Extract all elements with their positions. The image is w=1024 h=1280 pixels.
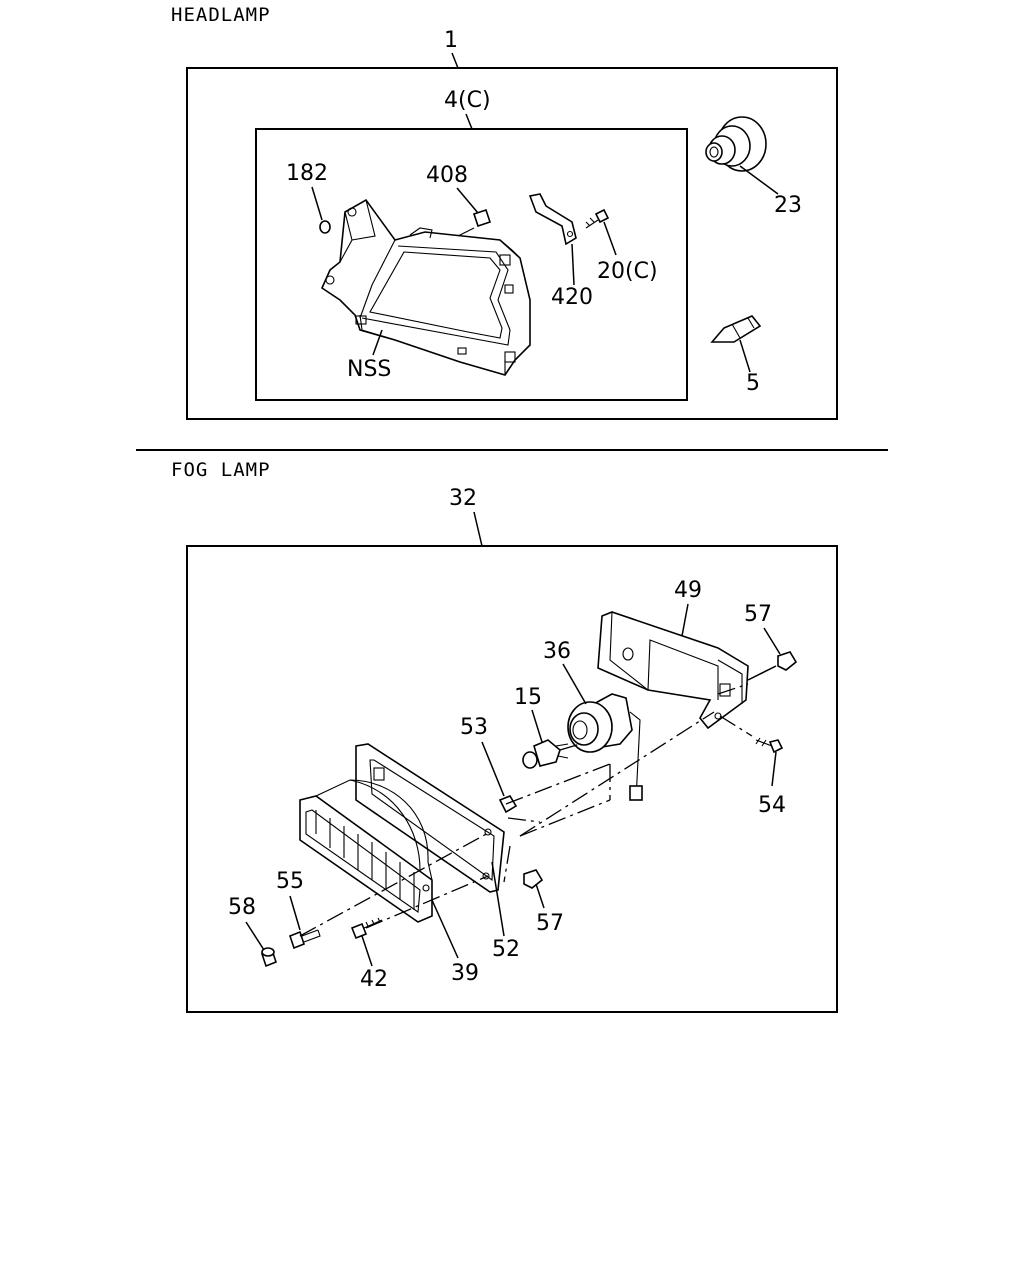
- callout-1: 1: [444, 28, 458, 53]
- bracket-part-420: [528, 193, 577, 246]
- callout-15: 15: [514, 685, 542, 710]
- leader-nss: [372, 329, 383, 356]
- callout-58: 58: [228, 895, 256, 920]
- leader-57-top: [763, 627, 781, 655]
- callout-182: 182: [286, 161, 328, 186]
- leader-39: [431, 899, 459, 959]
- callout-420: 420: [551, 285, 593, 310]
- nut-part-53: [498, 795, 518, 814]
- leader-408: [456, 187, 479, 214]
- screw-part-42: [350, 917, 383, 940]
- callout-42: 42: [360, 967, 388, 992]
- housing-part-36: [567, 693, 643, 801]
- headlamp-housing: [320, 198, 531, 376]
- callout-20c: 20(C): [597, 259, 658, 284]
- bulb-part-15: [522, 739, 569, 769]
- callout-49: 49: [674, 578, 702, 603]
- leader-182: [311, 186, 323, 221]
- callout-52: 52: [492, 937, 520, 962]
- clip-part-57-bottom: [523, 869, 544, 889]
- leader-32: [473, 511, 483, 547]
- callout-54: 54: [758, 793, 786, 818]
- clip-part-57-top: [777, 651, 798, 671]
- callout-32: 32: [449, 486, 477, 511]
- headlamp-section-title: HEADLAMP: [171, 4, 271, 26]
- fog-lamp-section-title: FOG LAMP: [171, 459, 271, 481]
- leader-23: [739, 165, 779, 195]
- callout-nss: NSS: [347, 357, 391, 382]
- callout-39: 39: [451, 961, 479, 986]
- leader-4c: [465, 113, 473, 130]
- callout-57-top: 57: [744, 602, 772, 627]
- leader-58: [245, 921, 265, 951]
- callout-57-bottom: 57: [536, 911, 564, 936]
- screw-part-54: [755, 737, 784, 754]
- callout-55: 55: [276, 869, 304, 894]
- leader-15: [531, 709, 543, 743]
- grommet-part-182: [319, 220, 331, 234]
- lamp-unit-part-39: [299, 779, 433, 923]
- leader-1: [451, 52, 459, 69]
- assembly-lines: [299, 683, 753, 937]
- leader-55: [289, 895, 301, 931]
- callout-53: 53: [460, 715, 488, 740]
- leader-53: [481, 741, 505, 797]
- leader-49: [681, 603, 689, 637]
- callout-36: 36: [543, 639, 571, 664]
- bulb-part-5: [710, 315, 762, 343]
- leader-57-top-link: [747, 665, 777, 681]
- leader-420: [571, 243, 575, 286]
- fog-lamp-assembly-frame: [186, 545, 838, 1013]
- leader-57-bottom: [535, 883, 545, 909]
- leader-52: [491, 861, 505, 937]
- callout-408: 408: [426, 163, 468, 188]
- leader-54: [771, 751, 777, 787]
- callout-5: 5: [746, 371, 760, 396]
- cap-part-58: [261, 947, 277, 968]
- headlamp-assembly-frame: [186, 67, 838, 420]
- socket-part-23: [705, 116, 767, 172]
- callout-23: 23: [774, 193, 802, 218]
- callout-4c: 4(C): [444, 88, 491, 113]
- gasket-part-52: [355, 743, 505, 893]
- leader-5: [739, 339, 751, 373]
- leader-36: [562, 663, 587, 705]
- leader-42: [361, 935, 373, 967]
- leader-20c: [603, 221, 617, 256]
- screw-part-20c: [585, 208, 610, 229]
- nut-part-408: [457, 208, 492, 237]
- headlamp-unit-frame: [255, 128, 688, 401]
